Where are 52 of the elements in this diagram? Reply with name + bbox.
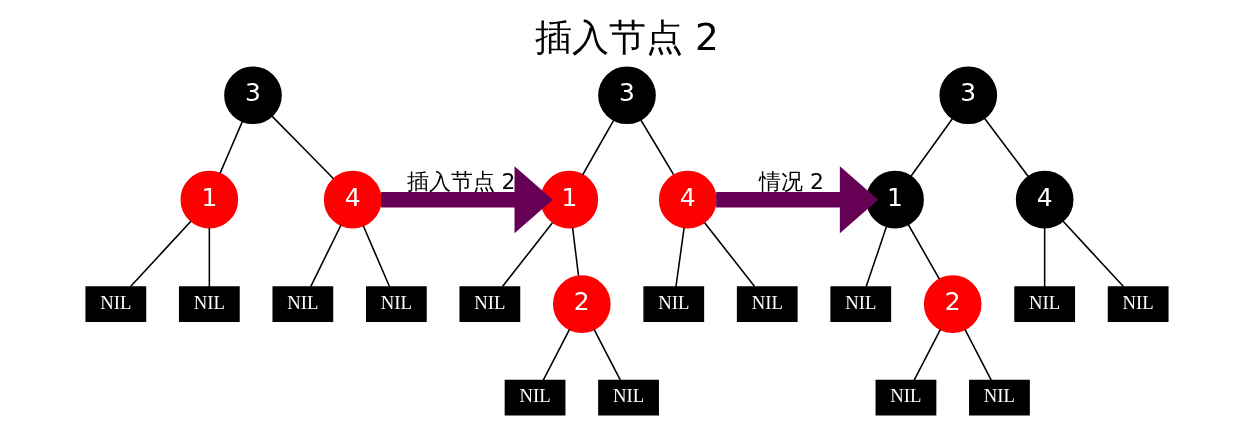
connector xyxy=(909,118,953,177)
connector xyxy=(129,220,192,288)
node-box: NIL xyxy=(642,286,704,323)
connector xyxy=(571,227,579,277)
node-circle: 4 xyxy=(658,170,717,229)
node-circle: 4 xyxy=(1015,170,1073,229)
connector xyxy=(541,328,570,382)
connector xyxy=(581,119,614,176)
node-box: NIL xyxy=(1013,286,1075,323)
connector xyxy=(639,119,674,176)
connector xyxy=(218,120,243,174)
edge-label: 情况 2 xyxy=(758,169,824,195)
node-box: NIL xyxy=(178,286,240,323)
connector xyxy=(1061,220,1124,288)
connector xyxy=(907,223,940,280)
node-box: NIL xyxy=(968,379,1030,416)
node-box: NIL xyxy=(458,286,520,323)
node-circle: 3 xyxy=(597,66,656,125)
connector xyxy=(912,328,941,382)
connector xyxy=(864,226,887,288)
node-box: NIL xyxy=(1107,286,1169,323)
edge-label: 插入节点 2 xyxy=(406,169,515,195)
node-box: NIL xyxy=(504,379,565,416)
node-box: NIL xyxy=(84,286,146,323)
node-box: NIL xyxy=(597,379,659,416)
connector xyxy=(362,225,390,288)
node-box: NIL xyxy=(271,286,333,323)
node-box: NIL xyxy=(365,286,427,323)
connector xyxy=(270,115,334,180)
connector xyxy=(703,221,755,288)
diagram-title: 插入节点 2 xyxy=(534,15,719,60)
node-box: NIL xyxy=(736,286,798,323)
node-circle: 3 xyxy=(938,66,997,125)
node-box: NIL xyxy=(875,379,936,416)
connector xyxy=(208,227,210,288)
connector xyxy=(674,227,685,288)
node-circle: 3 xyxy=(223,66,282,125)
node-circle: 2 xyxy=(923,275,982,333)
node-circle: 1 xyxy=(540,170,598,229)
connector xyxy=(501,221,553,288)
node-circle: 2 xyxy=(552,275,611,333)
connector xyxy=(983,117,1029,178)
arrow xyxy=(380,166,553,234)
connector xyxy=(592,328,621,382)
connector xyxy=(309,224,342,288)
node-circle: 1 xyxy=(180,170,238,229)
node-box: NIL xyxy=(829,286,891,323)
node-circle: 1 xyxy=(865,170,924,229)
node-circle: 4 xyxy=(323,170,382,229)
arrow xyxy=(715,166,878,234)
connector xyxy=(1043,227,1045,288)
connector xyxy=(963,328,992,382)
